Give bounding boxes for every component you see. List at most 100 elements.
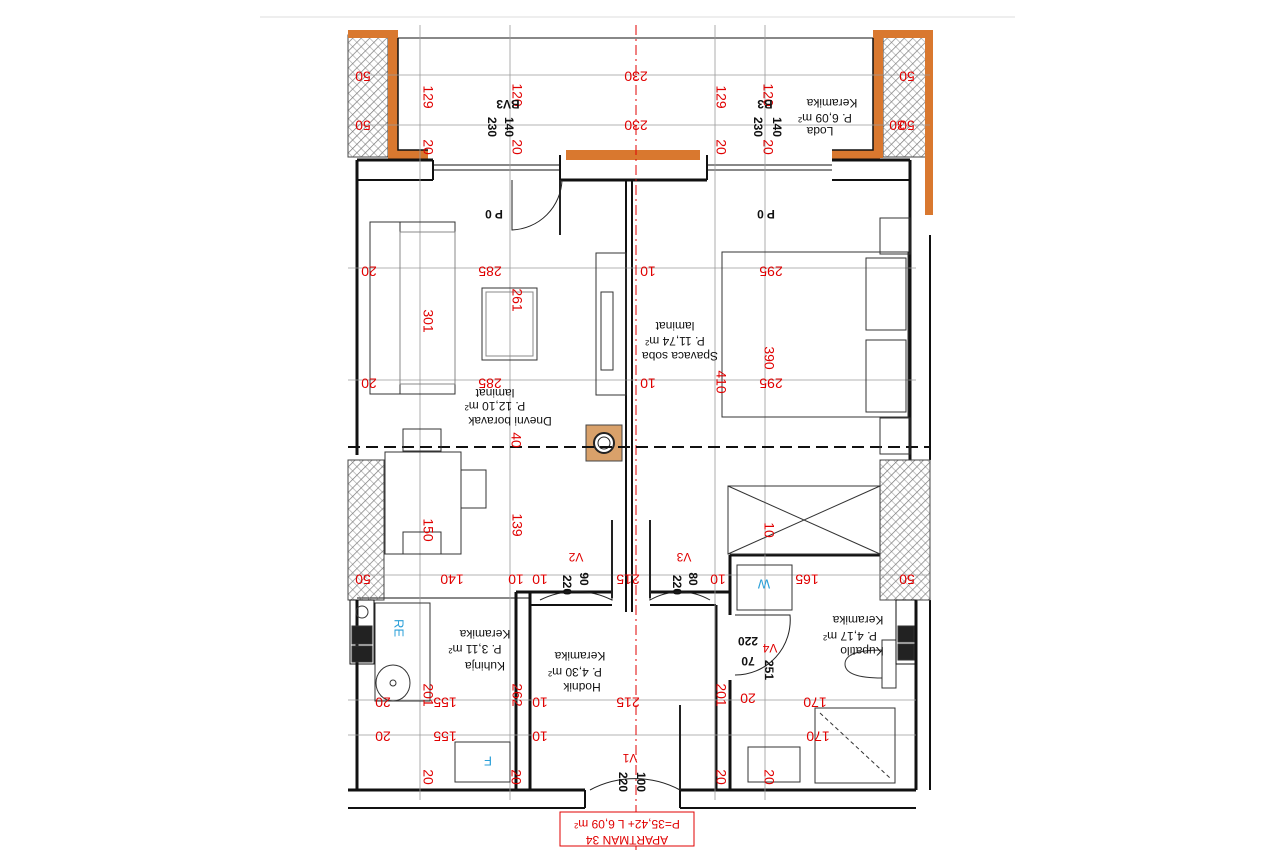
dims-d155a: 155: [433, 694, 457, 710]
dims-d155b: 155: [433, 728, 457, 744]
dims-d170a: 170: [803, 694, 827, 710]
window-2-height: 230: [751, 117, 765, 137]
dims-d150: 150: [420, 518, 436, 542]
tags-re: RE: [392, 619, 407, 637]
dims-d139: 139: [509, 513, 525, 537]
door-v3-height: 220: [670, 575, 684, 595]
dims-d230b: 230: [624, 117, 648, 133]
door-v2-width: 90: [577, 572, 591, 586]
kitchen-area: P. 3,11 m²: [449, 642, 502, 656]
dims-d20j: 20: [420, 769, 436, 785]
dims-d140: 140: [440, 571, 464, 587]
dims-d165: 165: [795, 571, 819, 587]
dims-d50f: 50: [899, 571, 915, 587]
dims-d20b: 20: [509, 139, 525, 155]
tags-p0a: P 0: [485, 207, 503, 221]
hall-area: P. 4,30 m²: [548, 665, 602, 679]
dims-d215a: 215: [616, 571, 640, 587]
dims-d10b: 10: [640, 375, 656, 391]
dims-d50d: 50: [899, 117, 915, 133]
apartment-name: APARTMAN 34: [586, 833, 669, 847]
dims-d215b: 215: [616, 694, 640, 710]
dims-d30a: 30: [889, 117, 905, 133]
dims-d20c: 20: [713, 139, 729, 155]
dims-d20i: 20: [740, 690, 756, 706]
bedroom-area: P. 11,74 m²: [645, 334, 705, 348]
grid-lines: [348, 25, 930, 800]
dims-d20m: 20: [761, 769, 777, 785]
dims-d285b: 285: [478, 375, 502, 391]
bedroom-floor: laminat: [655, 319, 694, 333]
dims-d410: 410: [713, 370, 729, 394]
window-1-height: 230: [485, 117, 499, 137]
tags-v2: V2: [568, 550, 583, 564]
dims-d20d: 20: [760, 139, 776, 155]
dims-d129b: 129: [713, 85, 729, 109]
dims-d70: 70: [741, 654, 755, 668]
tags-b3: B3: [757, 97, 773, 111]
tags-f: F: [484, 754, 492, 769]
dims-d10h: 10: [532, 728, 548, 744]
dims-d220: 220: [738, 634, 758, 648]
dims-d170b: 170: [806, 728, 830, 744]
dims-d10c: 10: [761, 522, 777, 538]
tags-v1: V1: [622, 751, 637, 765]
dims-d10d: 10: [508, 571, 524, 587]
dims-d10e: 10: [532, 571, 548, 587]
living-area: P. 12,10 m²: [465, 399, 525, 413]
hall-name: Hodnik: [562, 680, 600, 694]
tags-v3: V3: [676, 550, 691, 564]
dims-d10f: 10: [710, 571, 726, 587]
loggia-name: Loda: [806, 124, 833, 138]
door-v1-width: 100: [634, 772, 648, 792]
loggia-floor: Keramika: [806, 96, 857, 110]
dims-d261: 261: [509, 288, 525, 312]
window-1-width: 140: [502, 117, 516, 137]
loggia-block: [347, 30, 933, 215]
kitchen-floor: Keramika: [459, 627, 510, 641]
living-name: Dnevni boravak: [467, 414, 551, 428]
furniture: [349, 217, 917, 784]
dims-d251: 251: [762, 660, 776, 680]
dims-d20l: 20: [713, 769, 729, 785]
dims-d390: 390: [761, 346, 777, 370]
dims-d40: 40: [508, 432, 524, 448]
dims-d301: 301: [420, 309, 436, 333]
doors: [511, 179, 791, 791]
dims-d295b: 295: [759, 375, 783, 391]
dims-d230a: 230: [624, 68, 648, 84]
dims-d201b: 201: [713, 683, 729, 707]
bath-name: Kupatilo: [840, 644, 884, 658]
dims-d20a: 20: [420, 139, 436, 155]
dims-d20k: 20: [508, 769, 524, 785]
hall-floor: Keramika: [554, 649, 605, 663]
dims-d50e: 50: [355, 571, 371, 587]
bath-area: P. 4,17 m²: [823, 629, 877, 643]
window-2-width: 140: [770, 117, 784, 137]
dims-d50a: 50: [355, 68, 371, 84]
tags-bv3: BV3: [496, 97, 520, 111]
dims-d129a: 129: [420, 85, 436, 109]
door-v2-height: 220: [560, 575, 574, 595]
dims-d50c: 50: [355, 117, 371, 133]
dims-d20f: 20: [361, 375, 377, 391]
dims-d201a: 201: [420, 683, 436, 707]
bath-floor: Keramika: [832, 613, 883, 627]
hatched-columns: [347, 424, 931, 601]
apartment-area: P=35,42+ L 6,09 m²: [574, 817, 680, 831]
dims-d20g: 20: [375, 694, 391, 710]
apartment-tag-box: [559, 811, 695, 847]
dims-d295a: 295: [759, 263, 783, 279]
tags-w: W: [757, 577, 770, 592]
dims-d10a: 10: [640, 263, 656, 279]
loggia-area: P. 6,09 m²: [798, 111, 852, 125]
door-v1-height: 220: [616, 772, 630, 792]
dims-d10g: 10: [532, 694, 548, 710]
tags-v4: V4: [762, 641, 777, 655]
living-floor: laminat: [475, 386, 514, 400]
door-v3-width: 80: [686, 572, 700, 586]
dims-d120b: 120: [760, 83, 776, 107]
dims-d285a: 285: [478, 263, 502, 279]
bedroom-name: Spavaca soba: [642, 349, 718, 363]
